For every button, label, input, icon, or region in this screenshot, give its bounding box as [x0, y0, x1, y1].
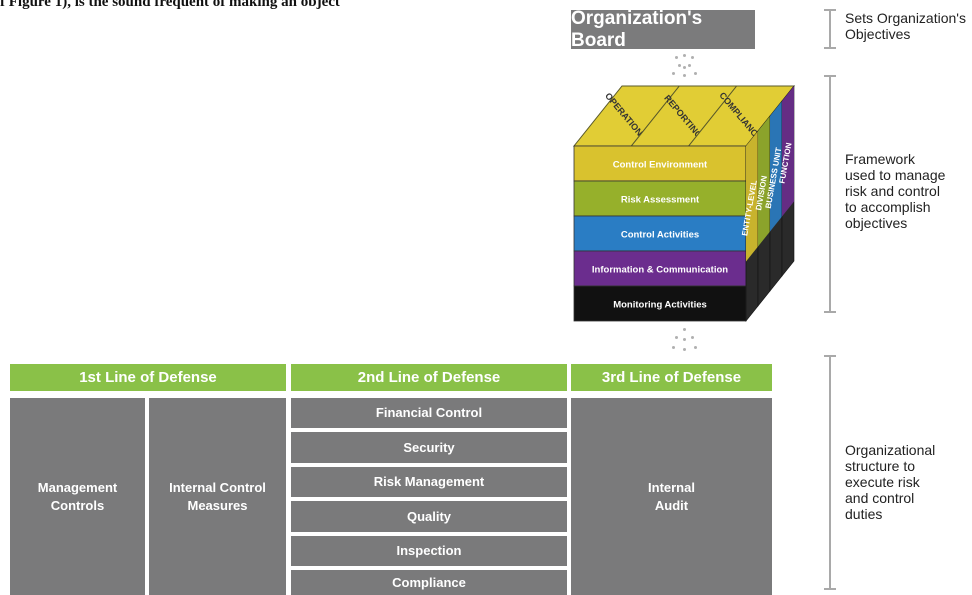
cube-side-color [782, 86, 794, 217]
cube-component-row [573, 145, 747, 182]
header-second-line: 2nd Line of Defense [291, 364, 567, 391]
cell-compliance: Compliance [291, 570, 567, 595]
cube-side-color [746, 131, 758, 262]
cell-risk-management: Risk Management [291, 467, 567, 497]
cube-component-label: Control Activities [621, 230, 699, 241]
organizations-board-box: Organization's Board [571, 8, 755, 51]
connector-dots-top [660, 54, 710, 84]
bracket-framework [824, 75, 836, 313]
cube-component-row [573, 180, 747, 217]
cube-side-color [758, 116, 770, 247]
cell-financial-control: Financial Control [291, 398, 567, 428]
cube-component-row [573, 250, 747, 287]
label-objectives: Sets Organization's Objectives [845, 10, 966, 42]
cell-internal-control-measures: Internal Control Measures [149, 398, 286, 595]
cell-inspection: Inspection [291, 536, 567, 566]
cube-component-label: Control Environment [613, 160, 708, 171]
cube-component-row [573, 215, 747, 252]
bracket-structure [824, 355, 836, 590]
cube-component-label: Monitoring Activities [613, 300, 707, 311]
cell-internal-audit: Internal Audit [571, 398, 772, 595]
header-first-line: 1st Line of Defense [10, 364, 286, 391]
cube-component-label: Risk Assessment [621, 195, 700, 206]
label-structure: Organizational structure to execute risk… [845, 442, 936, 522]
cell-management-controls: Management Controls [10, 398, 145, 595]
header-third-line: 3rd Line of Defense [571, 364, 772, 391]
label-framework: Framework used to manage risk and contro… [845, 151, 946, 231]
cube-component-label: Information & Communication [592, 265, 728, 276]
cell-security: Security [291, 432, 567, 463]
cell-quality: Quality [291, 501, 567, 532]
cube-side-color [770, 101, 782, 232]
connector-dots-bottom [660, 328, 710, 358]
figure-caption: f Figure 1), is the sound frequent of ma… [0, 0, 340, 10]
bracket-objectives [824, 9, 836, 49]
